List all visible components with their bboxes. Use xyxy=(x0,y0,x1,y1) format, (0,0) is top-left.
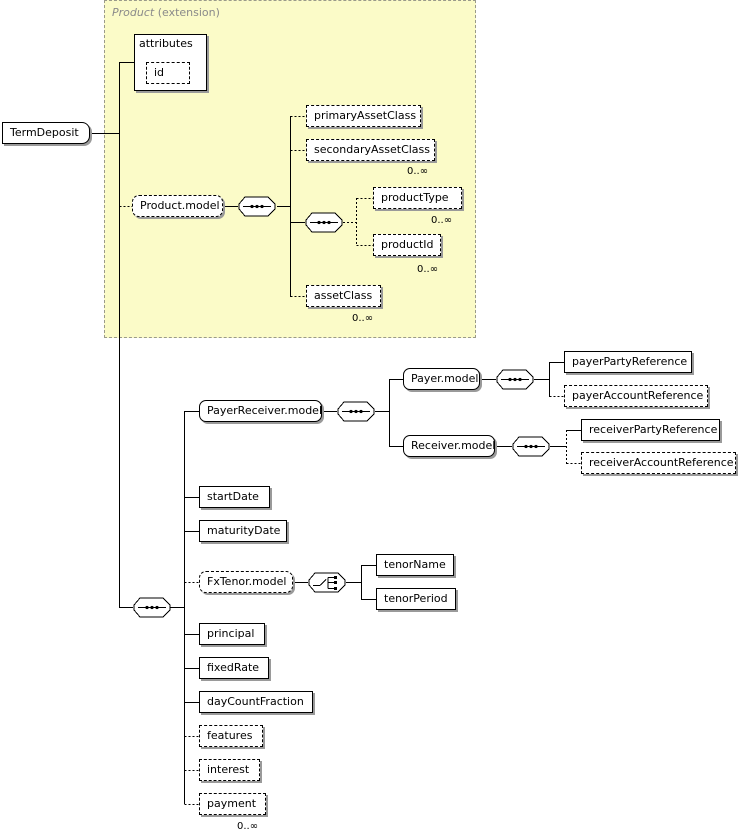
secondary-asset-class-cardinality: 0..∞ xyxy=(407,166,429,177)
product-type-element[interactable]: productType xyxy=(373,187,465,212)
product-type-cardinality: 0..∞ xyxy=(431,215,453,226)
payer-account-reference-element[interactable]: payerAccountReference xyxy=(564,385,708,407)
receiver-model-group[interactable]: Receiver.model xyxy=(403,435,495,457)
secondary-asset-class-element[interactable]: secondaryAssetClass xyxy=(306,139,438,164)
sequence-compositor-payer-receiver xyxy=(337,401,375,423)
sequence-compositor-product xyxy=(238,196,276,218)
fx-tenor-model-group[interactable]: FxTenor.model xyxy=(199,571,293,593)
tenor-period-element[interactable]: tenorPeriod xyxy=(376,588,456,610)
primary-asset-class-element[interactable]: primaryAssetClass xyxy=(306,105,421,127)
principal-element[interactable]: principal xyxy=(199,623,265,645)
sequence-compositor-optional xyxy=(305,212,343,234)
start-date-element[interactable]: startDate xyxy=(199,486,270,508)
payer-receiver-model-group[interactable]: PayerReceiver.model xyxy=(199,400,322,422)
sequence-icon xyxy=(133,597,171,618)
payment-cardinality: 0..∞ xyxy=(237,821,259,832)
choice-icon xyxy=(308,572,346,593)
choice-compositor-fx-tenor xyxy=(308,572,346,594)
product-id-element[interactable]: productId xyxy=(373,234,444,259)
payer-model-group[interactable]: Payer.model xyxy=(403,368,480,390)
sequence-compositor-payer xyxy=(496,369,534,391)
interest-element[interactable]: interest xyxy=(199,759,260,781)
sequence-icon xyxy=(305,212,343,233)
features-element[interactable]: features xyxy=(199,725,263,747)
term-deposit-element[interactable]: TermDeposit xyxy=(2,122,90,144)
product-model-group[interactable]: Product.model xyxy=(132,195,223,217)
maturity-date-element[interactable]: maturityDate xyxy=(199,520,287,542)
fixed-rate-element[interactable]: fixedRate xyxy=(199,657,269,679)
asset-class-element[interactable]: assetClass xyxy=(306,285,384,310)
sequence-icon xyxy=(238,196,276,217)
id-attribute[interactable]: id xyxy=(146,62,190,84)
product-id-cardinality: 0..∞ xyxy=(417,264,439,275)
receiver-account-reference-element[interactable]: receiverAccountReference xyxy=(581,452,736,474)
payment-element[interactable]: payment xyxy=(199,793,269,818)
day-count-fraction-element[interactable]: dayCountFraction xyxy=(199,691,313,713)
sequence-icon xyxy=(337,401,375,422)
extension-label: Product (extension) xyxy=(112,6,220,19)
receiver-party-reference-element[interactable]: receiverPartyReference xyxy=(581,419,720,441)
attributes-title: attributes xyxy=(139,37,193,50)
payer-party-reference-element[interactable]: payerPartyReference xyxy=(564,351,692,373)
tenor-name-element[interactable]: tenorName xyxy=(376,554,454,576)
sequence-icon xyxy=(512,436,550,457)
sequence-icon xyxy=(496,369,534,390)
asset-class-cardinality: 0..∞ xyxy=(352,313,374,324)
attributes-box: attributes id xyxy=(134,34,207,91)
sequence-compositor-receiver xyxy=(512,436,550,458)
sequence-compositor-main xyxy=(133,597,171,619)
